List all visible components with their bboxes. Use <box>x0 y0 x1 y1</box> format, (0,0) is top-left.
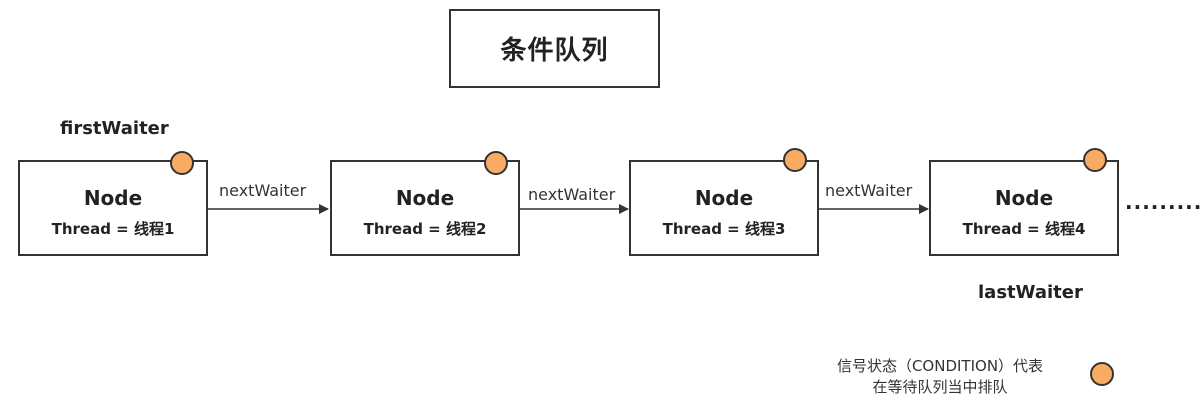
condition-status-dot <box>170 151 194 175</box>
node-label: Node <box>994 185 1054 210</box>
diagram-title: 条件队列 <box>500 36 609 66</box>
legend-line-2: 在等待队列当中排队 <box>872 378 1008 396</box>
title-box: 条件队列 <box>449 9 660 88</box>
node-label: Node <box>83 185 143 210</box>
node-thread: Thread = 线程2 <box>363 219 487 238</box>
condition-status-dot <box>1083 148 1107 172</box>
node-3: Node Thread = 线程3 <box>629 160 819 256</box>
continuation-ellipsis: .......... <box>1125 190 1201 214</box>
legend-text: 信号状态（CONDITION）代表 在等待队列当中排队 <box>800 356 1080 398</box>
node-label: Node <box>694 185 754 210</box>
last-waiter-label: lastWaiter <box>978 282 1083 303</box>
node-1: Node Thread = 线程1 <box>18 160 208 256</box>
first-waiter-label: firstWaiter <box>60 118 169 139</box>
edge-label-2: nextWaiter <box>528 185 616 204</box>
node-thread: Thread = 线程1 <box>51 219 175 238</box>
node-2: Node Thread = 线程2 <box>330 160 520 256</box>
node-thread: Thread = 线程4 <box>962 219 1086 238</box>
edge-label-3: nextWaiter <box>825 181 913 200</box>
node-thread: Thread = 线程3 <box>662 219 786 238</box>
legend-line-1: 信号状态（CONDITION）代表 <box>836 357 1044 375</box>
node-label: Node <box>395 185 455 210</box>
condition-status-dot <box>484 151 508 175</box>
condition-status-dot <box>783 148 807 172</box>
legend-condition-dot <box>1090 362 1114 386</box>
node-4: Node Thread = 线程4 <box>929 160 1119 256</box>
edge-label-1: nextWaiter <box>219 181 307 200</box>
